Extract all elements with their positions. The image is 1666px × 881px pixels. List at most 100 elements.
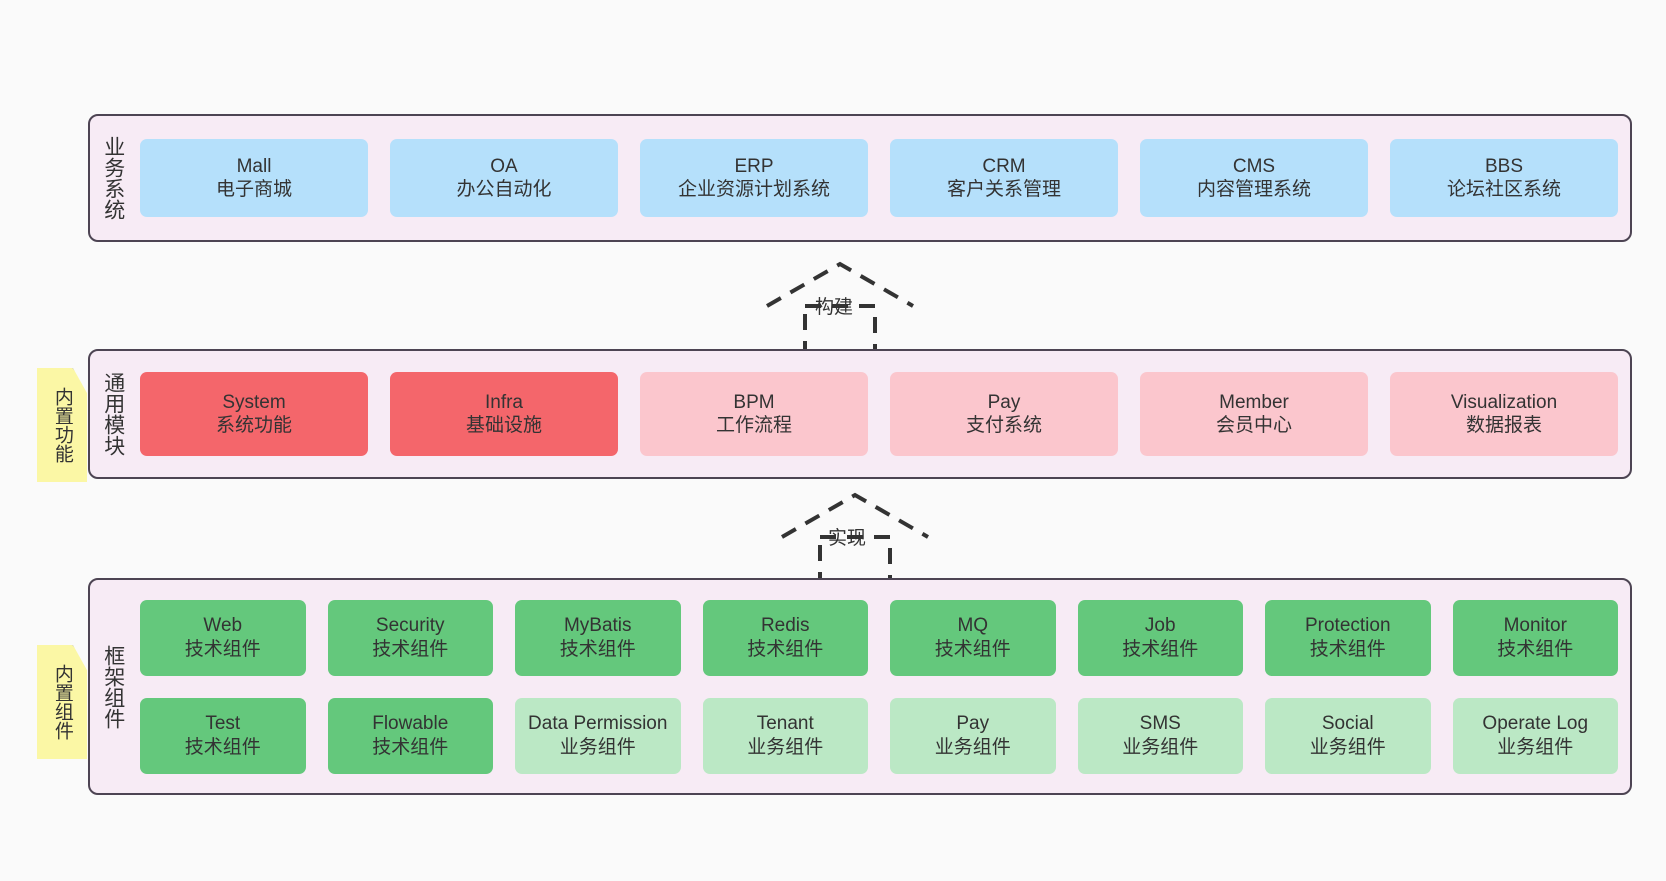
layer-framework-components-title: 框架组件 [101, 644, 125, 729]
node-web-en: Web [203, 615, 243, 637]
node-infra[interactable]: Infra 基础设施 [390, 372, 618, 456]
node-mall-cn: 电子商城 [215, 179, 292, 200]
arrow-build-label: 构建 [815, 297, 854, 318]
node-bpm[interactable]: BPM 工作流程 [640, 372, 868, 456]
node-bbs-cn: 论坛社区系统 [1446, 179, 1561, 200]
node-visualization-en: Visualization [1450, 391, 1558, 413]
node-visualization[interactable]: Visualization 数据报表 [1390, 372, 1618, 456]
arrow-realize-label: 实现 [828, 528, 867, 549]
layer-framework-components-body: Web 技术组件 Security 技术组件 MyBatis 技术组件 Redi… [136, 580, 1630, 793]
node-crm[interactable]: CRM 客户关系管理 [890, 139, 1118, 217]
node-oa-en: OA [490, 155, 518, 177]
layer-business-systems-title: 业务系统 [101, 136, 125, 220]
node-mq-cn: 技术组件 [934, 638, 1011, 660]
node-pay-component[interactable]: Pay 业务组件 [890, 697, 1056, 774]
node-data-permission-en: Data Permission [528, 713, 668, 735]
node-job[interactable]: Job 技术组件 [1077, 599, 1243, 676]
node-redis[interactable]: Redis 技术组件 [702, 599, 868, 676]
node-bpm-cn: 工作流程 [715, 415, 792, 436]
node-pay-component-en: Pay [956, 713, 990, 735]
framework-row-2: Test 技术组件 Flowable 技术组件 Data Permission … [140, 697, 1618, 774]
note-fold-icon [72, 368, 87, 383]
layer-general-modules-title: 通用模块 [101, 372, 125, 456]
business-systems-row: Mall 电子商城 OA 办公自动化 ERP 企业资源计划系统 CRM 客户关系… [140, 139, 1618, 217]
node-pay-module-cn: 支付系统 [965, 415, 1042, 436]
arrow-realize: 实现 [770, 487, 940, 587]
node-flowable-cn: 技术组件 [372, 736, 449, 758]
note-fold-icon [72, 645, 87, 660]
node-infra-en: Infra [484, 391, 524, 413]
node-bbs[interactable]: BBS 论坛社区系统 [1390, 139, 1618, 217]
node-system[interactable]: System 系统功能 [140, 372, 368, 456]
node-member-cn: 会员中心 [1215, 415, 1292, 436]
node-flowable[interactable]: Flowable 技术组件 [327, 697, 493, 774]
node-mybatis[interactable]: MyBatis 技术组件 [515, 599, 681, 676]
node-mq-en: MQ [957, 615, 989, 637]
node-operate-log[interactable]: Operate Log 业务组件 [1452, 697, 1618, 774]
node-bpm-en: BPM [733, 391, 775, 413]
layer-business-systems: 业务系统 Mall 电子商城 OA 办公自动化 ERP 企业资源计划系统 CRM… [88, 114, 1632, 242]
node-mall-en: Mall [236, 155, 272, 177]
node-pay-module[interactable]: Pay 支付系统 [890, 372, 1118, 456]
node-data-permission[interactable]: Data Permission 业务组件 [515, 697, 681, 774]
node-flowable-en: Flowable [372, 713, 449, 735]
node-job-en: Job [1144, 615, 1176, 637]
node-member[interactable]: Member 会员中心 [1140, 372, 1368, 456]
node-protection-en: Protection [1304, 615, 1391, 637]
node-sms[interactable]: SMS 业务组件 [1077, 697, 1243, 774]
node-social-cn: 业务组件 [1309, 736, 1386, 758]
node-system-en: System [222, 391, 286, 413]
node-operate-log-cn: 业务组件 [1497, 736, 1574, 758]
framework-row-1: Web 技术组件 Security 技术组件 MyBatis 技术组件 Redi… [140, 599, 1618, 676]
node-tenant-cn: 业务组件 [747, 736, 824, 758]
node-mybatis-cn: 技术组件 [559, 638, 636, 660]
node-monitor[interactable]: Monitor 技术组件 [1452, 599, 1618, 676]
node-pay-component-cn: 业务组件 [934, 736, 1011, 758]
node-tenant[interactable]: Tenant 业务组件 [702, 697, 868, 774]
node-mall[interactable]: Mall 电子商城 [140, 139, 368, 217]
node-security[interactable]: Security 技术组件 [327, 599, 493, 676]
node-redis-cn: 技术组件 [747, 638, 824, 660]
node-erp[interactable]: ERP 企业资源计划系统 [640, 139, 868, 217]
node-member-en: Member [1219, 391, 1289, 413]
note-builtin-component: 内置组件 [37, 645, 87, 759]
layer-general-modules: 通用模块 System 系统功能 Infra 基础设施 BPM 工作流程 Pay… [88, 349, 1632, 479]
general-modules-row: System 系统功能 Infra 基础设施 BPM 工作流程 Pay 支付系统… [140, 372, 1618, 456]
node-oa-cn: 办公自动化 [456, 179, 552, 200]
node-sms-cn: 业务组件 [1122, 736, 1199, 758]
node-crm-en: CRM [982, 155, 1026, 177]
note-builtin-component-label: 内置组件 [51, 664, 73, 740]
node-cms[interactable]: CMS 内容管理系统 [1140, 139, 1368, 217]
layer-framework-components: 框架组件 Web 技术组件 Security 技术组件 MyBatis 技术组件… [88, 578, 1632, 795]
node-social[interactable]: Social 业务组件 [1265, 697, 1431, 774]
note-builtin-function: 内置功能 [37, 368, 87, 482]
node-mybatis-en: MyBatis [563, 615, 632, 637]
node-test[interactable]: Test 技术组件 [140, 697, 306, 774]
node-crm-cn: 客户关系管理 [946, 179, 1061, 200]
node-monitor-en: Monitor [1503, 615, 1567, 637]
node-erp-en: ERP [734, 155, 774, 177]
node-infra-cn: 基础设施 [465, 415, 542, 436]
node-erp-cn: 企业资源计划系统 [677, 179, 830, 200]
node-tenant-en: Tenant [756, 713, 814, 735]
node-protection[interactable]: Protection 技术组件 [1265, 599, 1431, 676]
node-web-cn: 技术组件 [184, 638, 261, 660]
note-builtin-function-label: 内置功能 [51, 387, 73, 463]
arrow-build: 构建 [755, 256, 925, 356]
node-cms-cn: 内容管理系统 [1196, 179, 1311, 200]
node-operate-log-en: Operate Log [1482, 713, 1589, 735]
node-security-cn: 技术组件 [372, 638, 449, 660]
node-mq[interactable]: MQ 技术组件 [890, 599, 1056, 676]
layer-business-systems-body: Mall 电子商城 OA 办公自动化 ERP 企业资源计划系统 CRM 客户关系… [136, 116, 1630, 240]
node-test-en: Test [205, 713, 241, 735]
node-oa[interactable]: OA 办公自动化 [390, 139, 618, 217]
node-cms-en: CMS [1232, 155, 1276, 177]
node-monitor-cn: 技术组件 [1497, 638, 1574, 660]
arrow-realize-glyph [781, 492, 929, 587]
node-pay-module-en: Pay [987, 391, 1021, 413]
node-test-cn: 技术组件 [184, 736, 261, 758]
node-system-cn: 系统功能 [215, 415, 292, 436]
node-social-en: Social [1321, 713, 1374, 735]
node-web[interactable]: Web 技术组件 [140, 599, 306, 676]
node-bbs-en: BBS [1484, 155, 1524, 177]
